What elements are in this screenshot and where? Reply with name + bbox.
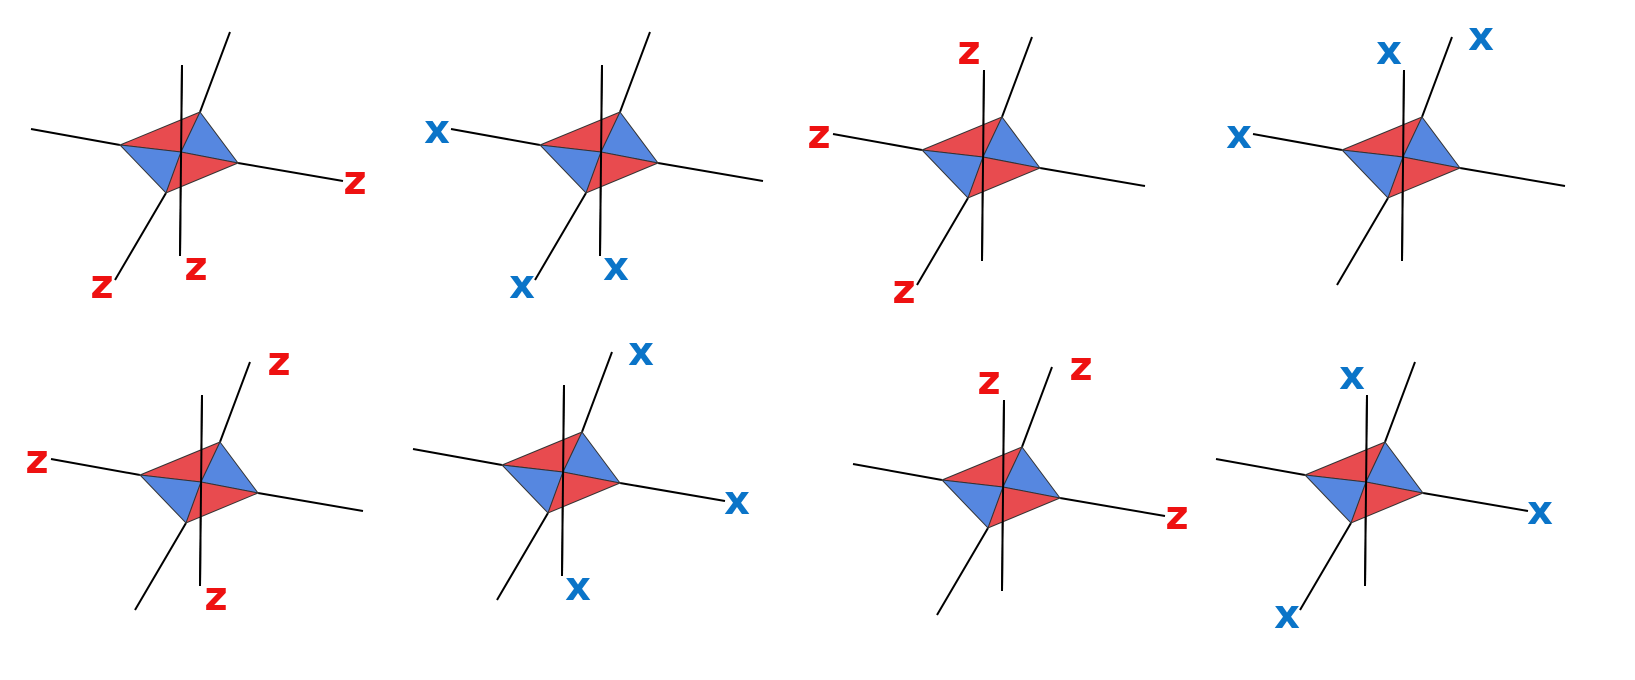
axis-label-z: z [184, 244, 207, 290]
axis-label-x: x [509, 262, 535, 308]
face-bottom-right [987, 486, 1062, 529]
panel-8: x x x [1215, 353, 1553, 638]
face-bottom-right [185, 481, 260, 524]
axis-label-x: x [1468, 14, 1494, 60]
axis-vertical-overlay [199, 394, 203, 587]
axis-left [1252, 133, 1343, 151]
axis-left [412, 448, 503, 466]
axis-label-x: x [1274, 592, 1300, 638]
axis-label-x: x [628, 329, 654, 375]
axis-upper-right [1021, 366, 1053, 448]
axis-upper-right [199, 31, 231, 113]
panel-6: x x x [412, 329, 750, 610]
face-bottom-right [1350, 481, 1425, 524]
axis-label-x: x [1339, 353, 1365, 399]
panel-3: z z z [807, 28, 1146, 313]
panel-5: z z z [25, 339, 364, 620]
axis-lower-left [1299, 522, 1352, 611]
axis-label-z: z [267, 339, 290, 385]
axis-right [1459, 167, 1566, 187]
axis-label-z: z [90, 262, 113, 308]
face-bottom-right [585, 151, 660, 194]
axis-lower-left [496, 512, 549, 601]
axis-right [619, 482, 726, 502]
axis-label-x: x [1226, 112, 1252, 158]
axis-upper-right [1421, 36, 1453, 118]
axis-upper-right [581, 351, 613, 433]
axis-right [657, 162, 764, 182]
axis-vertical-overlay [1401, 69, 1405, 262]
face-bottom-right [967, 156, 1042, 199]
axis-label-x: x [424, 107, 450, 153]
axis-vertical-overlay [179, 64, 183, 257]
axis-lower-left [936, 527, 989, 616]
axis-right [257, 492, 364, 512]
axis-label-z: z [892, 267, 915, 313]
axis-right [237, 162, 344, 182]
axis-left [450, 128, 541, 146]
axis-label-z: z [977, 358, 1000, 404]
axis-label-x: x [1376, 28, 1402, 74]
axis-label-z: z [807, 112, 830, 158]
axis-right [1422, 492, 1529, 512]
axis-lower-left [534, 192, 587, 281]
axis-left [50, 458, 141, 476]
axis-label-z: z [1165, 493, 1188, 539]
axis-label-x: x [724, 478, 750, 524]
axis-vertical-overlay [599, 64, 603, 257]
panel-2: x x x [424, 31, 764, 308]
face-bottom-right [165, 151, 240, 194]
axis-label-x: x [565, 564, 591, 610]
panel-1: z z z [30, 31, 367, 308]
axis-left [30, 128, 121, 146]
axis-lower-left [114, 192, 167, 281]
panel-7: z z z [852, 344, 1189, 616]
axis-right [1059, 497, 1166, 517]
axis-label-z: z [343, 158, 366, 204]
axis-label-z: z [25, 437, 48, 483]
axis-label-z: z [204, 574, 227, 620]
axis-vertical-overlay [1001, 399, 1005, 592]
axis-left [852, 463, 943, 481]
panel-4: x x x [1226, 14, 1566, 286]
face-bottom-right [1387, 156, 1462, 199]
face-bottom-right [547, 471, 622, 514]
axis-label-z: z [957, 28, 980, 74]
axis-upper-right [1384, 361, 1416, 443]
axis-upper-right [1001, 36, 1033, 118]
axis-left [832, 133, 923, 151]
axis-label-x: x [603, 244, 629, 290]
axis-label-x: x [1527, 488, 1553, 534]
axis-upper-right [219, 361, 251, 443]
axis-lower-left [134, 522, 187, 611]
axis-lower-left [916, 197, 969, 286]
axis-vertical-overlay [1364, 394, 1368, 587]
axis-vertical-overlay [561, 384, 565, 577]
axis-right [1039, 167, 1146, 187]
axis-label-z: z [1069, 344, 1092, 390]
axis-left [1215, 458, 1306, 476]
axis-lower-left [1336, 197, 1389, 286]
axis-vertical-overlay [981, 69, 985, 262]
axis-upper-right [619, 31, 651, 113]
